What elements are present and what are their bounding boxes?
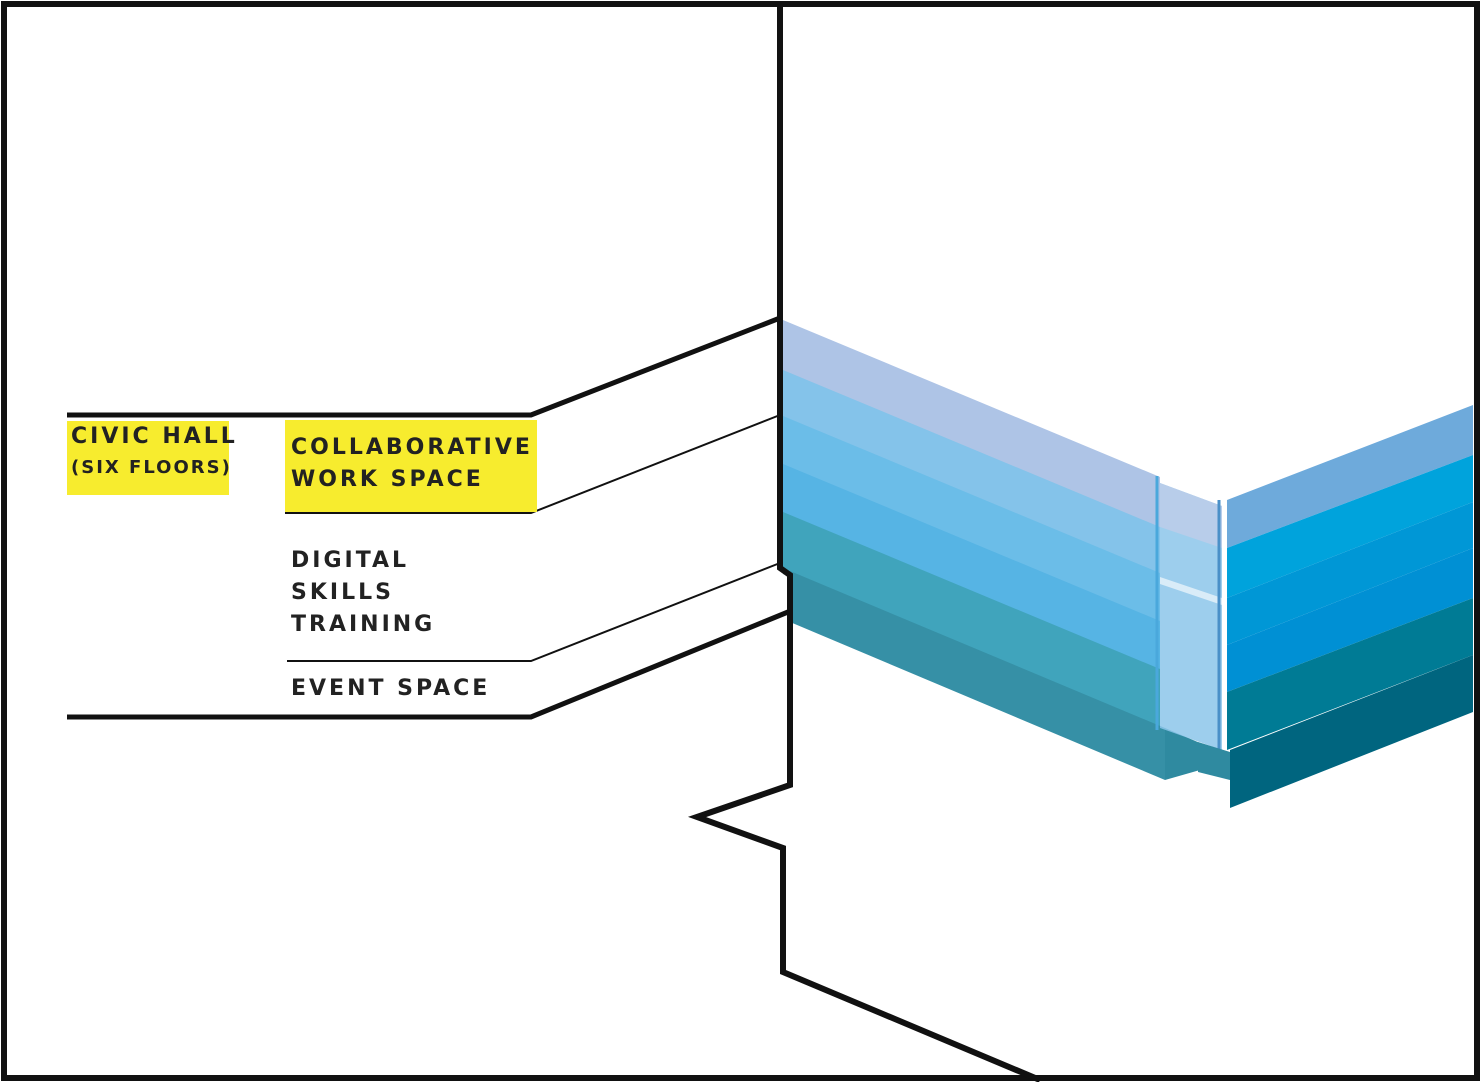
digital-leader (287, 562, 781, 662)
floor-3-left (783, 416, 1160, 632)
digital-line-1: DIGITAL (291, 548, 410, 573)
event-space-label: EVENT SPACE (291, 673, 490, 705)
floor-1-right (1227, 405, 1473, 548)
digital-line-3: TRAINING (291, 612, 436, 637)
floor-3-right (1227, 502, 1473, 645)
column-front (1160, 483, 1222, 750)
right-facade (1227, 405, 1473, 808)
column-top-block (1160, 483, 1222, 548)
civic-hall-title: CIVIC HALL (71, 424, 238, 449)
civic-hall-label: CIVIC HALL (SIX FLOORS) (67, 421, 238, 495)
floor-6-left (790, 571, 1165, 780)
event-leader (67, 609, 789, 720)
base-step (1165, 728, 1200, 780)
civic-hall-leader (67, 315, 781, 418)
floor-2-right (1227, 455, 1473, 598)
left-facade (783, 320, 1200, 780)
civic-hall-subtitle: (SIX FLOORS) (71, 457, 232, 478)
collaborative-leader (285, 414, 781, 514)
floor-2-left (783, 370, 1160, 583)
floor-4-right (1227, 548, 1473, 692)
collaborative-label: COLLABORATIVE WORK SPACE (285, 420, 537, 512)
event-line-1: EVENT SPACE (291, 676, 491, 701)
digital-skills-label: DIGITAL SKILLS TRAINING (291, 545, 435, 641)
site-outline (687, 6, 1042, 1082)
corner-column (1155, 476, 1230, 780)
floor-5-left (783, 512, 1160, 733)
collaborative-line-1: COLLABORATIVE (291, 435, 533, 460)
floor-1-left (783, 320, 1160, 533)
column-mid-block (1160, 577, 1222, 605)
floor-5-right (1227, 598, 1473, 750)
floor-6-right (1230, 655, 1473, 808)
column-base (1198, 742, 1230, 780)
collaborative-line-2: WORK SPACE (291, 467, 484, 492)
digital-line-2: SKILLS (291, 580, 394, 605)
